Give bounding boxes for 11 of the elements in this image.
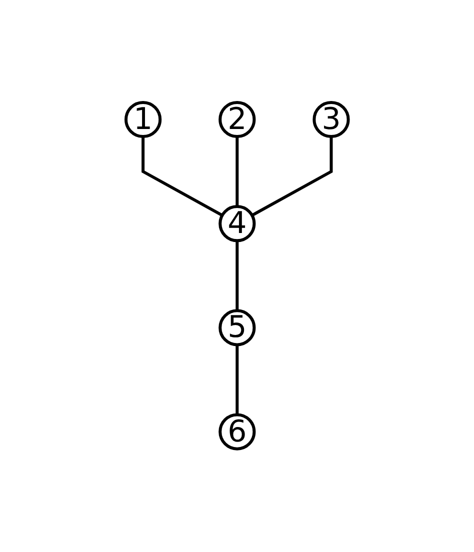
node-circle: 1 [124, 101, 162, 138]
connector [251, 136, 333, 218]
node-circle: 4 [218, 205, 256, 242]
node-circle: 3 [312, 101, 350, 138]
connector [236, 136, 238, 207]
node-circle: 5 [218, 310, 256, 347]
node-circle: 2 [218, 101, 256, 138]
node-circle: 6 [218, 414, 256, 451]
connector [141, 136, 223, 218]
connector [236, 241, 238, 311]
connector [236, 345, 238, 416]
